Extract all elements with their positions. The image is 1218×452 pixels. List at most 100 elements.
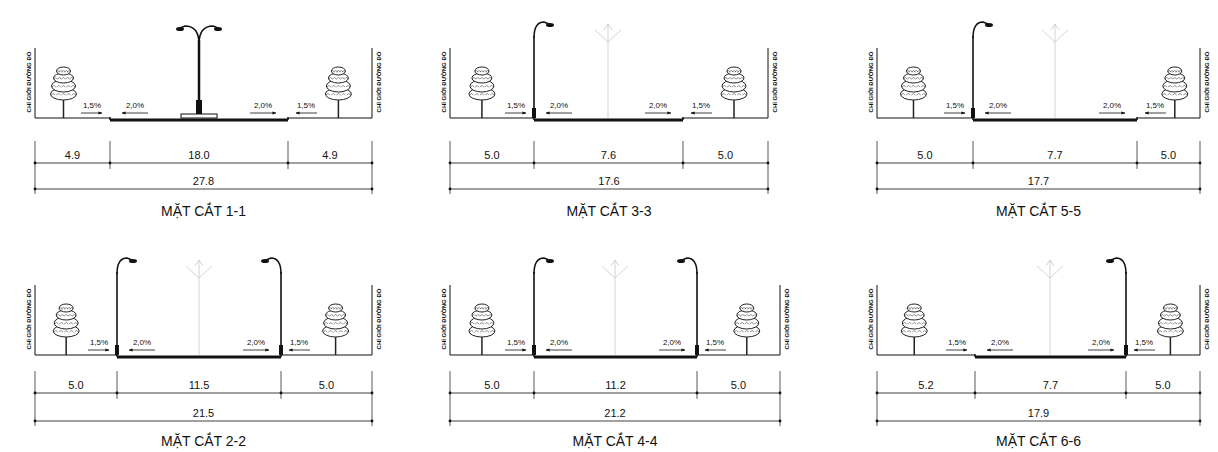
tree-leaf-stroke (1163, 331, 1167, 333)
slope-arrow (505, 113, 526, 114)
tree-leaf-stroke (336, 78, 340, 80)
tree-leaf-stroke (344, 331, 348, 333)
roadway-surface (117, 356, 281, 359)
tree-leaf-stroke (1158, 331, 1162, 333)
tree-leaf-stroke (917, 323, 921, 325)
tree-leaf-stroke (334, 331, 338, 333)
tree-leaf-stroke (911, 86, 915, 88)
tree-leaf-stroke (472, 315, 476, 317)
tree-leaf-stroke (738, 71, 742, 73)
boundary-line (372, 48, 373, 118)
slope-arrow (1145, 113, 1166, 114)
extension-line (35, 371, 36, 426)
lamp-arm-ghost (199, 266, 212, 278)
section-title: MẶT CẮT 1-1 (161, 204, 246, 218)
lamp-pole-base (279, 345, 283, 355)
tree-leaf-stroke (323, 331, 327, 333)
slope-label: 1,5% (706, 339, 724, 347)
tree-leaf-stroke (1168, 331, 1172, 333)
slope-label: 1,5% (692, 102, 710, 110)
boundary-line (372, 285, 373, 355)
slope-arrow (289, 350, 310, 351)
tree-leaf-stroke (55, 323, 59, 325)
lamp-arm-ghost (615, 266, 628, 278)
tree-leaf-stroke (480, 315, 484, 317)
tree-leaf-stroke (72, 315, 76, 317)
tree-leaf-stroke (740, 78, 744, 80)
tree-leaf-stroke (916, 315, 920, 317)
dimension-lines (449, 371, 782, 426)
tree-leaf-stroke (750, 331, 754, 333)
slope-label: 2,0% (247, 339, 265, 347)
tree-leaf-stroke (1159, 323, 1163, 325)
tree-leaf-stroke (64, 323, 68, 325)
tree-leaf-stroke (922, 94, 926, 96)
boundary-label: CHỈ GIỚI ĐƯỜNG ĐỎ (868, 52, 874, 113)
tree-leaf-stroke (750, 323, 754, 325)
slope-arrow (546, 350, 572, 351)
slope-label: 2,0% (991, 339, 1009, 347)
tree-leaf-stroke (1168, 315, 1172, 317)
tree-leaf-stroke (906, 94, 910, 96)
tree-leaf-stroke (736, 78, 740, 80)
tree-leaf-stroke (470, 86, 474, 88)
dimension-line (35, 421, 372, 422)
dimension-dot (876, 420, 879, 423)
tree-leaf-stroke (62, 86, 66, 88)
tree-leaf-stroke (327, 86, 331, 88)
tree-leaf-stroke (486, 308, 490, 310)
extension-line (534, 371, 535, 399)
tree-leaf-stroke (1163, 86, 1167, 88)
boundary-label: CHỈ GIỚI ĐƯỜNG ĐỎ (784, 289, 790, 350)
tree-leaf-stroke (71, 86, 75, 88)
boundary-line (768, 48, 769, 118)
tree-symbol (469, 67, 495, 118)
lamp-tip-ghost (1051, 24, 1059, 30)
tree-leaf-stroke (54, 78, 58, 80)
tree-leaf-stroke (727, 86, 731, 88)
dimension-value: 18.0 (188, 150, 209, 161)
slope-label: 2,0% (649, 102, 667, 110)
boundary-line (1200, 48, 1201, 118)
lamp-head (546, 23, 554, 27)
sidewalk-surface (450, 354, 534, 355)
tree-canopy (1163, 304, 1177, 312)
dimension-dot (287, 162, 290, 165)
lamp-arm-ghost (1050, 266, 1063, 278)
tree-leaf-stroke (480, 86, 484, 88)
tree-symbol (721, 67, 747, 118)
tree-leaf-stroke (72, 94, 76, 96)
tree-leaf-stroke (480, 78, 484, 80)
slope-label: 1,5% (507, 102, 525, 110)
boundary-label: CHỈ GIỚI ĐƯỜNG ĐỎ (26, 289, 32, 350)
cross-section (876, 258, 1202, 426)
tree-leaf-stroke (742, 94, 746, 96)
tree-leaf-stroke (344, 78, 348, 80)
slope-arrow (946, 350, 967, 351)
tree-leaf-stroke (485, 323, 489, 325)
tree-leaf-stroke (480, 323, 484, 325)
slope-label: 1,5% (507, 339, 525, 347)
street-lamp (602, 260, 628, 355)
dimension-lines (876, 141, 1202, 194)
slope-arrow (88, 350, 109, 351)
tree-leaf-stroke (917, 71, 921, 73)
tree-leaf-stroke (755, 331, 759, 333)
tree-leaf-stroke (912, 323, 916, 325)
tree-leaf-stroke (70, 308, 74, 310)
extension-line (768, 141, 769, 194)
sidewalk-surface (450, 117, 534, 118)
dimension-dot (1199, 188, 1202, 191)
slope-arrow (505, 350, 526, 351)
tree-leaf-stroke (1165, 78, 1169, 80)
cross-section (34, 26, 374, 194)
sidewalk-surface (1137, 117, 1200, 118)
lamp-head (677, 259, 685, 263)
tree-leaf-stroke (475, 86, 479, 88)
tree-canopy (740, 304, 754, 312)
tree-leaf-stroke (347, 94, 351, 96)
tree-leaf-stroke (1168, 323, 1172, 325)
tree-symbol (734, 304, 760, 355)
slope-arrow (122, 113, 148, 114)
extension-line (975, 371, 976, 399)
